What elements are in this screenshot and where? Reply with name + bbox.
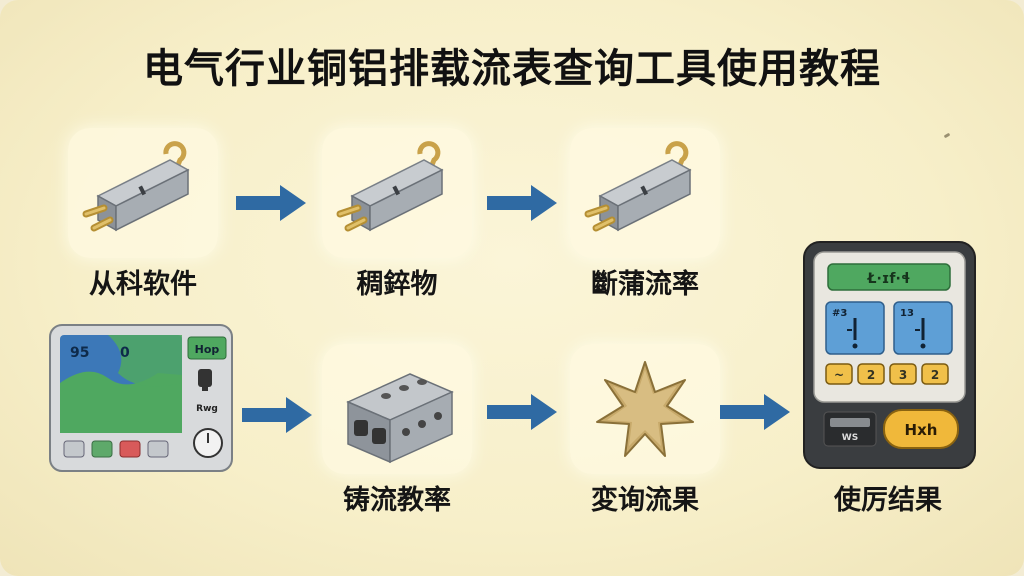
meter-small-label: WS <box>842 433 858 443</box>
meter-result-button-label: Hxh <box>905 421 938 439</box>
step-4-tile <box>322 344 472 474</box>
meter-key-4: 2 <box>931 368 939 382</box>
diagram-title: 电气行业铜铝排载流表查询工具使用教程 <box>143 46 881 92</box>
tablet-side-badge: Hop <box>195 343 220 356</box>
step-6-label: 使厉结果 <box>834 485 942 516</box>
decorative-speck <box>943 132 951 139</box>
meter-key-2: 2 <box>867 368 875 382</box>
tablet-screen-mid-text: 0 <box>120 345 130 361</box>
arrow-right-icon <box>487 185 557 221</box>
step-4-label: 铸流教率 <box>343 485 451 516</box>
arrow-right-icon <box>242 397 312 433</box>
meter-keypad: ~ 2 3 2 <box>825 363 949 385</box>
tablet-side-text: Rwg <box>196 404 218 414</box>
arrow-right-icon <box>487 394 557 430</box>
busbar-block-icon <box>346 373 454 464</box>
meter-display-text: Ł·ɪf·ɬ <box>866 271 910 287</box>
arrow-right-icon <box>720 394 790 430</box>
step-5-label: 変询流果 <box>591 485 699 516</box>
busbar-connector-icon <box>336 141 444 232</box>
busbar-connector-icon <box>584 141 692 232</box>
step-3-tile <box>570 128 720 258</box>
step-1-tile <box>68 128 218 258</box>
step-5-tile <box>570 344 720 474</box>
step-2-label: 稠錊物 <box>356 269 438 300</box>
gear-icon <box>596 361 694 457</box>
step-1-label: 从科软件 <box>89 269 197 300</box>
meter-left-tag: #3 <box>832 308 847 319</box>
result-meter-device: Ł·ɪf·ɬ #3 13 ~ 2 3 2 WS Hxh <box>803 241 976 469</box>
busbar-connector-icon <box>82 141 190 232</box>
arrow-right-icon <box>236 185 306 221</box>
software-tablet-device: 95 0 Hop Rwg <box>49 324 233 472</box>
meter-key-1: ~ <box>834 368 844 382</box>
step-2-tile <box>322 128 472 258</box>
meter-key-3: 3 <box>899 368 907 382</box>
meter-right-tag: 13 <box>900 308 914 319</box>
step-3-label: 斷蒲流率 <box>591 269 699 300</box>
tablet-screen-left-text: 95 <box>70 345 89 361</box>
